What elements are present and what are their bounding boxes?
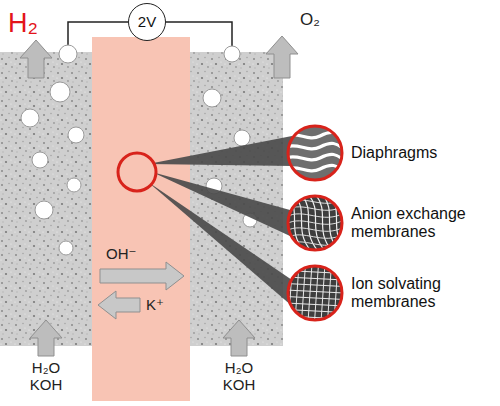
gas-label: O₂ xyxy=(300,10,320,30)
inset-drawing xyxy=(286,194,344,252)
membrane-inset: Anion exchange membranes xyxy=(286,194,496,252)
membrane-type-label: Ion solvating membranes xyxy=(351,275,496,312)
membrane-inset: Diaphragms xyxy=(286,124,437,182)
wire xyxy=(68,22,128,52)
gas-label: H₂ xyxy=(8,8,38,39)
membrane-type-label: Diaphragms xyxy=(351,144,437,162)
voltage-source: 2V xyxy=(128,3,166,41)
inlet-arrow xyxy=(30,320,62,356)
membrane-inset: Ion solvating membranes xyxy=(286,264,496,322)
wire xyxy=(166,22,232,52)
ion-label: K⁺ xyxy=(146,296,164,313)
zoom-beams xyxy=(148,136,292,306)
inlet-arrow xyxy=(223,320,255,356)
inset-drawing xyxy=(286,264,344,322)
inset-drawing xyxy=(286,124,344,182)
membrane-type-label: Anion exchange membranes xyxy=(351,205,496,242)
inset-circle xyxy=(288,196,342,250)
ion-label: OH⁻ xyxy=(106,245,136,262)
voltage-label: 2V xyxy=(138,13,156,30)
ion-arrow-right xyxy=(100,262,184,290)
inset-circle xyxy=(288,126,342,180)
membrane-texture xyxy=(286,194,344,252)
membrane xyxy=(92,37,190,401)
inset-circle xyxy=(288,266,342,320)
membrane-texture xyxy=(286,264,344,322)
gas-arrow xyxy=(266,36,298,78)
gas-arrow xyxy=(20,40,52,78)
feed-label: H₂O KOH xyxy=(30,359,63,394)
ion-arrow-left xyxy=(98,291,140,319)
feed-label: H₂O KOH xyxy=(223,359,256,394)
zoom-circle xyxy=(118,153,156,191)
membrane-texture xyxy=(286,124,344,182)
